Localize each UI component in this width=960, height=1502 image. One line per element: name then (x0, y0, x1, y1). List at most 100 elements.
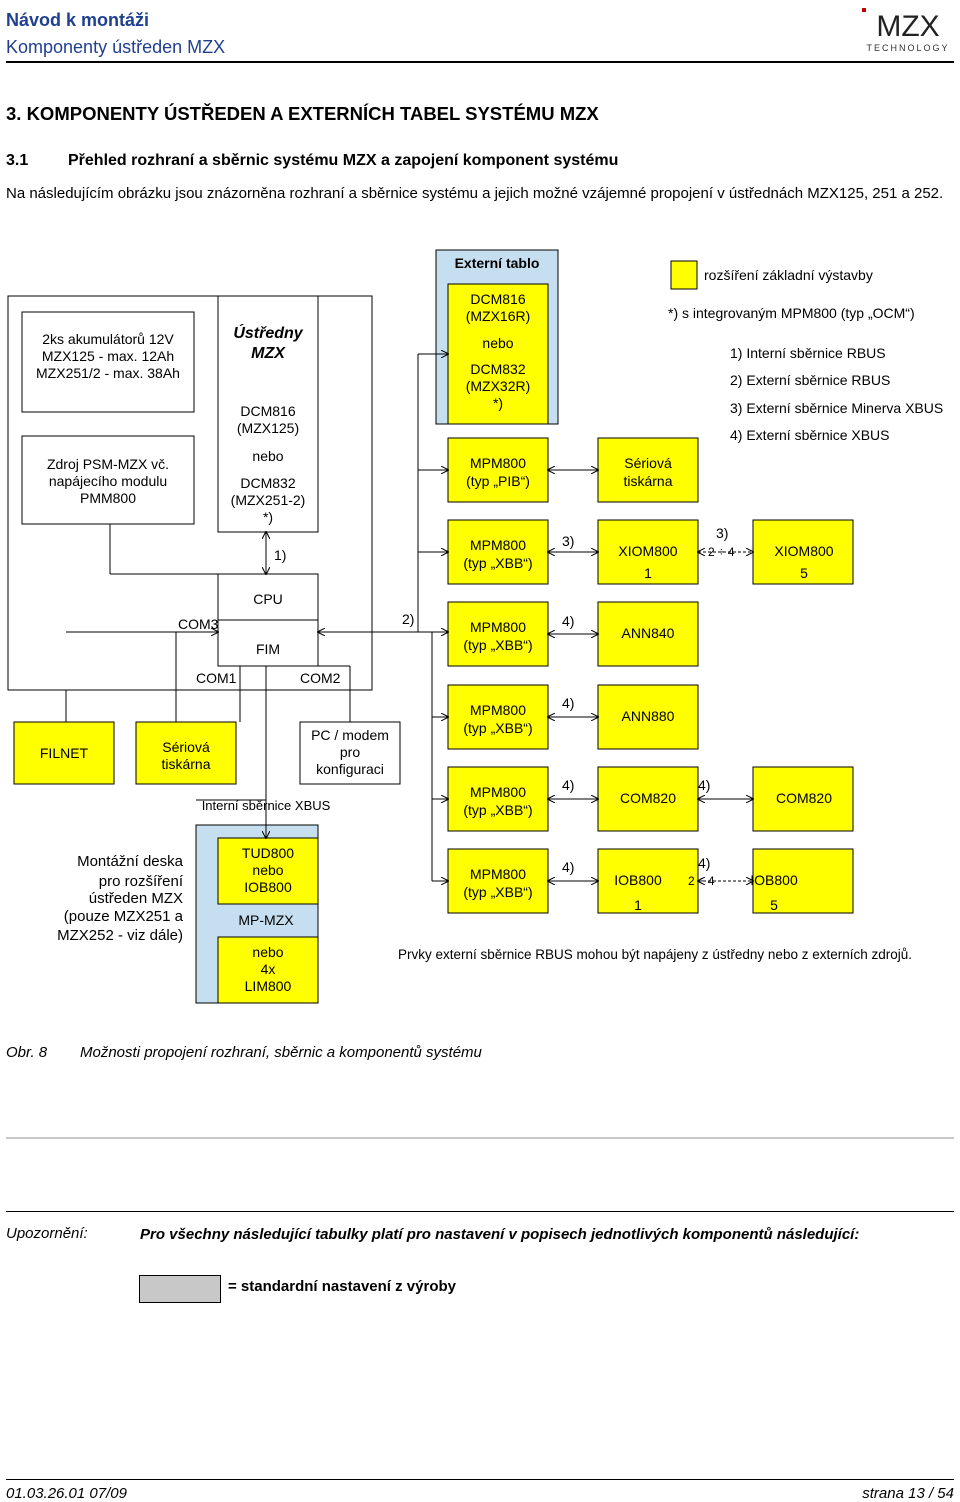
xiom-1-index: 1 (644, 565, 652, 581)
bus-2-label: 2) (402, 611, 414, 627)
dcm-main-line-2: (MZX125) (237, 420, 299, 436)
warning-label: Upozornění: (6, 1225, 88, 1242)
mpm-xbb-box-2 (447, 601, 549, 667)
psu-line-2: napájecího modulu (49, 473, 167, 489)
mpm-pib-line-2: (typ „PIB“) (466, 473, 530, 489)
psu-line-3: PMM800 (80, 490, 136, 506)
footer-page-number: strana 13 / 54 (862, 1485, 954, 1502)
section-heading: 3. KOMPONENTY ÚSTŘEDEN A EXTERNÍCH TABEL… (6, 103, 599, 124)
com820-box-1 (597, 766, 699, 832)
psu-line-1: Zdroj PSM-MZX vč. (47, 456, 169, 472)
pc-box (299, 721, 401, 785)
default-setting-swatch (139, 1275, 221, 1303)
cabinet-frame (7, 295, 373, 691)
warning-text: Pro všechny následující tabulky platí pr… (140, 1226, 860, 1243)
battery-line-1: 2ks akumulátorů 12V (42, 331, 174, 347)
tud-line-1: TUD800 (242, 845, 294, 861)
lim-line-3: LIM800 (245, 978, 292, 994)
bus-1-label: 1) (274, 547, 286, 563)
subsection-title: Přehled rozhraní a sběrnic systému MZX a… (68, 152, 619, 169)
footer-doc-id: 01.03.26.01 07/09 (6, 1485, 127, 1502)
fim-label: FIM (256, 641, 280, 657)
dcm-ext-line-1: DCM816 (470, 291, 525, 307)
header-title: Návod k montáži (6, 10, 150, 30)
pc-line-2: pro (340, 744, 360, 760)
dcm-ext-line-2: (MZX16R) (466, 308, 531, 324)
dcm-main-line-5: (MZX251-2) (231, 492, 306, 508)
iob-1-index: 1 (634, 897, 642, 913)
dcm-main-line-4: DCM832 (240, 475, 295, 491)
bus-3-label-a: 3) (562, 533, 574, 549)
printer-ext-line-1: Sériová (624, 455, 672, 471)
bus-4-label-f: 4) (698, 855, 710, 871)
mount-line-1: Montážní deska (77, 853, 184, 870)
bus-4-label-d: 4) (698, 777, 710, 793)
subsection-number: 3.1 (6, 152, 29, 169)
iob-5-index: 5 (770, 897, 778, 913)
rbus-power-note: Prvky externí sběrnice RBUS mohou být na… (398, 947, 912, 962)
legend-note-4: 4) Externí sběrnice XBUS (730, 427, 890, 443)
com820-1-label: COM820 (620, 790, 676, 806)
bus-4-label-a: 4) (562, 613, 574, 629)
header-subtitle: Komponenty ústředen MZX (6, 37, 226, 57)
bus-4-label-e: 4) (562, 859, 574, 875)
ann840-box (597, 601, 699, 667)
mpm-xbb-1-line-2: (typ „XBB“) (463, 555, 532, 571)
xbus-int-label: Interní sběrnice XBUS (202, 798, 331, 813)
logo-tagline: TECHNOLOGY (866, 43, 949, 53)
mpm-xbb-5-line-1: MPM800 (470, 866, 526, 882)
ustredny-line-1: Ústředny (233, 323, 303, 342)
dcm-main-line-3: nebo (252, 448, 283, 464)
iob-box-5 (752, 848, 854, 914)
mpm-xbb-box-1 (447, 519, 549, 585)
mpm-xbb-1-line-1: MPM800 (470, 537, 526, 553)
warning-top-rule (6, 1211, 954, 1212)
xiom-5-index: 5 (800, 565, 808, 581)
mpm-pib-box (447, 437, 549, 503)
legend-yellow-text: rozšíření základní výstavby (704, 267, 873, 283)
mpm-xbb-box-5 (447, 848, 549, 914)
section-divider (6, 1137, 954, 1139)
legend-note-2: 2) Externí sběrnice RBUS (730, 372, 890, 388)
dcm-main-line-6: *) (263, 509, 273, 525)
mpm-xbb-box-4 (447, 766, 549, 832)
mount-line-3: ústředen MZX (89, 890, 183, 907)
lim-line-1: nebo (252, 944, 283, 960)
lim-box (217, 936, 319, 1004)
legend-note-star: *) s integrovaným MPM800 (typ „OCM“) (668, 305, 915, 321)
printer-ext-line-2: tiskárna (623, 473, 672, 489)
mount-line-5: MZX252 - viz dále) (57, 927, 183, 944)
battery-line-3: MZX251/2 - max. 38Ah (36, 365, 180, 381)
intro-paragraph: Na následujícím obrázku jsou znázorněna … (6, 185, 944, 202)
filnet-box (13, 721, 115, 785)
logo-mark: MZX (876, 10, 939, 43)
ann840-label: ANN840 (622, 625, 675, 641)
ann880-box (597, 684, 699, 750)
iob-box-1 (597, 848, 699, 914)
legend-note-1: 1) Interní sběrnice RBUS (730, 345, 886, 361)
printer-int-line-2: tiskárna (161, 756, 210, 772)
mpm-xbb-3-line-1: MPM800 (470, 702, 526, 718)
ext-tablo-title: Externí tablo (455, 255, 540, 271)
ann880-label: ANN880 (622, 708, 675, 724)
cpu-label: CPU (253, 591, 283, 607)
xiom-box-5 (752, 519, 854, 585)
xiom-1-name: XIOM800 (618, 543, 677, 559)
subsection-heading: 3.1 Přehled rozhraní a sběrnic systému MZ… (6, 152, 618, 170)
xiom-range-label: 2 ÷ 4 (708, 545, 735, 559)
default-setting-legend: = standardní nastavení z výroby (228, 1278, 456, 1295)
iob-5-name: IOB800 (750, 872, 798, 888)
com2-label: COM2 (300, 670, 341, 686)
xiom-box-1 (597, 519, 699, 585)
mpm-xbb-2-line-1: MPM800 (470, 619, 526, 635)
header-rule (6, 61, 954, 63)
mzx-logo: MZX TECHNOLOGY (862, 6, 954, 54)
iob-1-name: IOB800 (614, 872, 662, 888)
pc-line-1: PC / modem (311, 727, 389, 743)
dcm-ext-line-4: DCM832 (470, 361, 525, 377)
mpm-xbb-4-line-1: MPM800 (470, 784, 526, 800)
mpm-xbb-box-3 (447, 684, 549, 750)
com820-2-label: COM820 (776, 790, 832, 806)
tud-line-2: nebo (252, 862, 283, 878)
